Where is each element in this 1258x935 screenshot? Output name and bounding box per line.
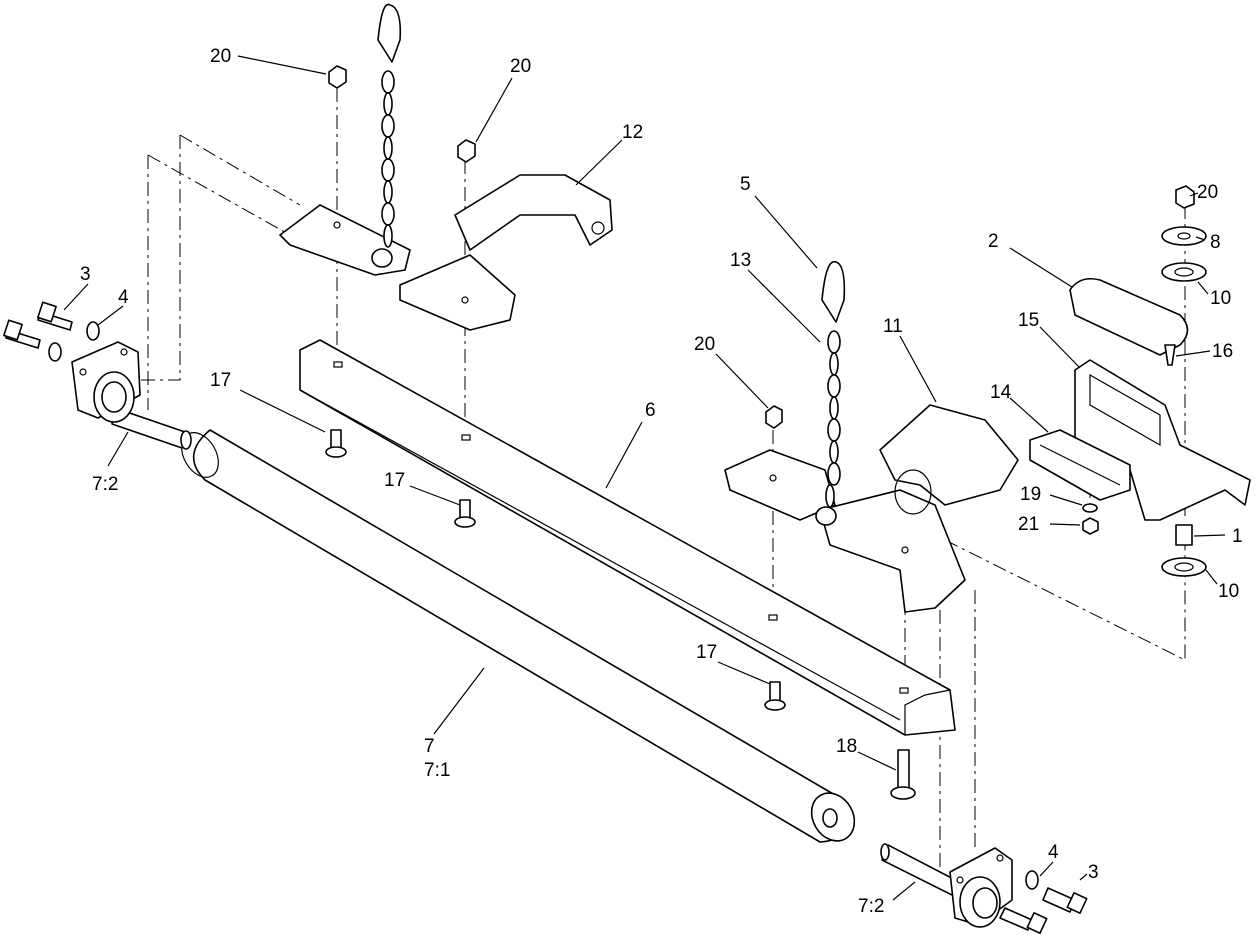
callout-14: 14 bbox=[990, 382, 1012, 403]
callout-18: 18 bbox=[836, 736, 857, 757]
callout-3: 3 bbox=[1088, 862, 1099, 883]
chain-left bbox=[371, 3, 402, 268]
callout-3: 3 bbox=[80, 264, 91, 285]
callout-11: 11 bbox=[883, 316, 903, 337]
nut-20-set bbox=[328, 65, 783, 429]
callout-20: 20 bbox=[510, 56, 531, 77]
callout-1: 1 bbox=[1232, 526, 1243, 547]
callout-5: 5 bbox=[740, 174, 751, 195]
frame-bar-6 bbox=[299, 339, 956, 736]
callout-17: 17 bbox=[384, 470, 405, 491]
bearing-housing-right bbox=[949, 847, 1013, 928]
callout-16: 16 bbox=[1212, 341, 1233, 362]
bracket-12 bbox=[279, 174, 613, 331]
callout-20: 20 bbox=[210, 46, 231, 67]
bracket-11 bbox=[724, 404, 1019, 613]
callout-12: 12 bbox=[622, 122, 643, 143]
pad-2 bbox=[1069, 277, 1189, 356]
callout-7: 7 bbox=[424, 736, 435, 757]
callout-6: 6 bbox=[645, 400, 656, 421]
callout-17: 17 bbox=[210, 370, 231, 391]
roller-7 bbox=[181, 429, 856, 843]
bolts-right bbox=[999, 870, 1088, 935]
callout-4: 4 bbox=[118, 287, 129, 308]
right-hardware-stack bbox=[1082, 185, 1207, 577]
callout-10: 10 bbox=[1218, 581, 1239, 602]
callout-2: 2 bbox=[988, 231, 999, 252]
callout-4: 4 bbox=[1048, 842, 1059, 863]
callout-10: 10 bbox=[1210, 288, 1231, 309]
callout-8: 8 bbox=[1210, 232, 1221, 253]
callout-20: 20 bbox=[1197, 182, 1218, 203]
leader-lines bbox=[63, 55, 1226, 901]
chain-right bbox=[815, 260, 846, 526]
callout-20: 20 bbox=[694, 334, 715, 355]
callout-19: 19 bbox=[1020, 484, 1041, 505]
bolt-18 bbox=[890, 749, 916, 800]
callout-15: 15 bbox=[1018, 310, 1039, 331]
callout-7-1: 7:1 bbox=[424, 760, 450, 781]
channel-14 bbox=[1029, 429, 1131, 501]
callout-7-2: 7:2 bbox=[858, 896, 884, 917]
bolts-left bbox=[3, 301, 100, 362]
callout-21: 21 bbox=[1018, 514, 1039, 535]
bearing-housing-left bbox=[71, 341, 141, 423]
callout-17: 17 bbox=[696, 642, 717, 663]
callout-13: 13 bbox=[730, 250, 751, 271]
callout-labels: 20 20 12 3 4 7:2 17 17 6 5 13 20 11 20 2… bbox=[80, 46, 1243, 917]
rivet-17-set bbox=[325, 429, 786, 711]
callout-7-2: 7:2 bbox=[92, 474, 118, 495]
